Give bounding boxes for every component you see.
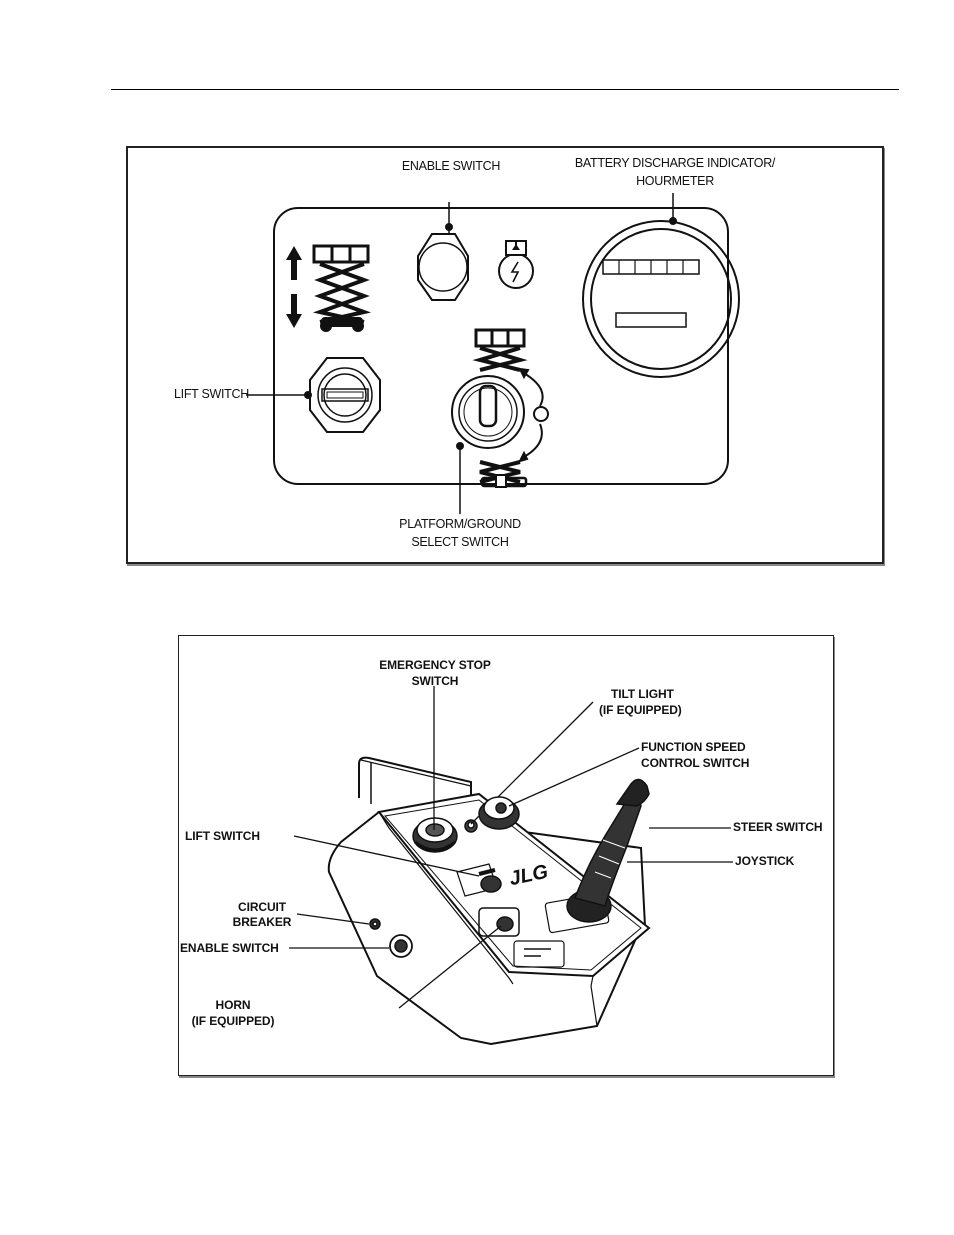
- emergency-stop-icon: [413, 818, 457, 852]
- speed-control-label-line2: CONTROL SWITCH: [641, 756, 749, 771]
- select-switch-label-line1: PLATFORM/GROUND: [390, 517, 530, 532]
- tilt-light-label-line1: TILT LIGHT: [611, 687, 674, 702]
- horn-label-line2: (IF EQUIPPED): [183, 1014, 283, 1029]
- platform-control-figure: JLG: [178, 635, 834, 1076]
- lift-switch-icon: [246, 358, 380, 432]
- hourmeter-icon: [583, 193, 739, 377]
- header-rule: [111, 89, 899, 90]
- enable-switch-icon: [390, 935, 412, 957]
- lift-switch-label: LIFT SWITCH: [185, 829, 260, 844]
- ground-control-figure: ENABLE SWITCH BATTERY DISCHARGE INDICATO…: [126, 146, 884, 564]
- tilt-light-label-line2: (IF EQUIPPED): [599, 703, 682, 718]
- enable-switch-label: ENABLE SWITCH: [396, 159, 506, 174]
- platform-position-icon: [476, 330, 524, 370]
- power-indicator-icon: [499, 241, 533, 288]
- emergency-stop-label-line2: SWITCH: [365, 674, 505, 689]
- enable-switch-label: ENABLE SWITCH: [180, 941, 279, 956]
- tilt-light-icon: [465, 820, 477, 832]
- battery-indicator-label-line2: HOURMETER: [560, 174, 790, 189]
- steer-switch-label: STEER SWITCH: [733, 820, 822, 835]
- lift-switch-label: LIFT SWITCH: [174, 387, 249, 402]
- battery-indicator-label-line1: BATTERY DISCHARGE INDICATOR/: [560, 156, 790, 171]
- circuit-breaker-label-line1: CIRCUIT: [227, 900, 297, 915]
- horn-label-line1: HORN: [183, 998, 283, 1013]
- circuit-breaker-label-line2: BREAKER: [227, 915, 297, 930]
- ground-control-drawing: [128, 148, 886, 566]
- joystick-label: JOYSTICK: [735, 854, 794, 869]
- speed-control-label-line1: FUNCTION SPEED: [641, 740, 746, 755]
- circuit-breaker-icon: [370, 919, 380, 929]
- enable-switch-icon: [418, 202, 468, 300]
- emergency-stop-label-line1: EMERGENCY STOP: [365, 658, 505, 673]
- select-switch-icon: [452, 376, 524, 514]
- up-down-arrows-icon: [286, 246, 302, 328]
- select-switch-label-line2: SELECT SWITCH: [390, 535, 530, 550]
- scissor-lift-icon: [314, 246, 368, 331]
